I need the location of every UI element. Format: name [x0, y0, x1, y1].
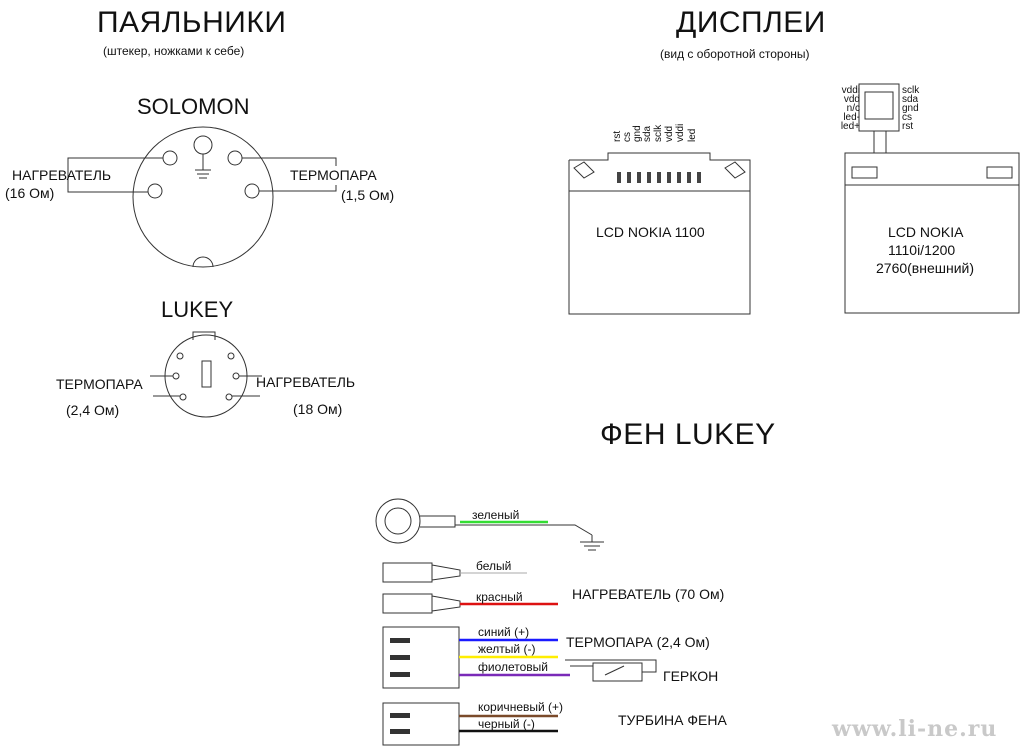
solomon-heater-label: НАГРЕВАТЕЛЬ	[12, 167, 112, 183]
pin-label: sda	[902, 94, 919, 105]
pin-label: rst	[902, 121, 914, 132]
irons-subtitle: (штекер, ножками к себе)	[103, 44, 245, 58]
pin-label: n/c	[846, 103, 860, 114]
pin-label: led-	[843, 112, 860, 123]
solomon-heater-value: (16 Ом)	[5, 185, 55, 201]
pin-label: led+	[840, 121, 860, 132]
displays-subtitle: (вид с оборотной стороны)	[660, 47, 810, 61]
lukey-heater-value: (18 Ом)	[293, 401, 343, 417]
pin-label: rst	[612, 130, 623, 142]
pin-label: vdd	[664, 125, 675, 142]
pin-label: sclk	[653, 124, 664, 142]
lcd-1110-pins-left: vddi vdd n/c led- led+	[820, 85, 860, 132]
pin-label: sda	[642, 125, 653, 142]
lcd-1100-pin-labels: rst cs gnd sda sclk vdd vddi led	[612, 110, 713, 152]
fan-heater-label: НАГРЕВАТЕЛЬ (70 Ом)	[572, 586, 725, 602]
wire-label-blue: синий (+)	[478, 625, 530, 639]
pin-label: gnd	[902, 103, 919, 114]
lcd-nokia-1110-module	[844, 83, 1020, 314]
pin-label: vdd	[843, 94, 860, 105]
fan-thermo-label: ТЕРМОПАРА (2,4 Ом)	[566, 634, 710, 650]
solomon-thermo-value: (1,5 Ом)	[341, 187, 395, 203]
irons-title: ПАЯЛЬНИКИ	[97, 6, 287, 39]
connector-pin	[390, 729, 410, 734]
connector-pin	[390, 672, 410, 677]
displays-title: ДИСПЛЕИ	[676, 6, 826, 39]
pin-label: cs	[902, 112, 912, 123]
fan-title: ФЕН LUKEY	[600, 418, 776, 451]
lukey-thermo-label: ТЕРМОПАРА	[56, 376, 143, 392]
watermark: www.li-ne.ru	[832, 716, 998, 742]
connector-pin	[390, 655, 410, 660]
lcd-1100-title: LCD NOKIA 1100	[596, 224, 705, 240]
lukey-heater-label: НАГРЕВАТЕЛЬ	[256, 374, 356, 390]
wire-label-black: черный (-)	[478, 717, 535, 731]
lukey-connector	[150, 331, 262, 418]
wire-label-white: белый	[476, 559, 512, 573]
pin-label: sclk	[902, 85, 920, 96]
pin-label: vddi	[675, 123, 686, 142]
lcd-1110-title-line1: LCD NOKIA	[888, 224, 964, 240]
wire-label-red: красный	[476, 590, 523, 604]
solomon-connector	[67, 126, 337, 268]
lcd-1110-title-line3: 2760(внешний)	[876, 260, 975, 276]
lukey-title: LUKEY	[161, 297, 234, 322]
fan-thermo-reed-connector	[382, 626, 657, 689]
lcd-nokia-1100-module	[568, 152, 751, 315]
lukey-thermo-value: (2,4 Ом)	[66, 402, 120, 418]
wire-label-yellow: желтый (-)	[478, 642, 536, 656]
lcd-1110-pins-right: sclk sda gnd cs rst	[902, 85, 942, 132]
fan-heater-connectors	[382, 562, 461, 614]
wire-label-brown: коричневый (+)	[478, 700, 564, 714]
solomon-title: SOLOMON	[137, 94, 250, 119]
fan-turbine-connector	[382, 702, 460, 746]
wire-label-green: зеленый	[472, 508, 520, 522]
pin-label: cs	[622, 132, 633, 142]
fan-reed-label: ГЕРКОН	[663, 668, 719, 684]
fan-turbine-label: ТУРБИНА ФЕНА	[618, 712, 727, 728]
pin-label: gnd	[632, 125, 643, 142]
connector-pin	[390, 638, 410, 643]
fan-thermal-sensor	[375, 498, 604, 551]
pin-label: led	[687, 128, 698, 142]
solomon-thermo-label: ТЕРМОПАРА	[290, 167, 377, 183]
pin-label: vddi	[841, 85, 860, 96]
lcd-1100-pin-contacts	[617, 172, 701, 183]
wire-label-violet: фиолетовый	[478, 660, 549, 674]
lcd-1110-title-line2: 1110i/1200	[888, 242, 956, 258]
connector-pin	[390, 713, 410, 718]
